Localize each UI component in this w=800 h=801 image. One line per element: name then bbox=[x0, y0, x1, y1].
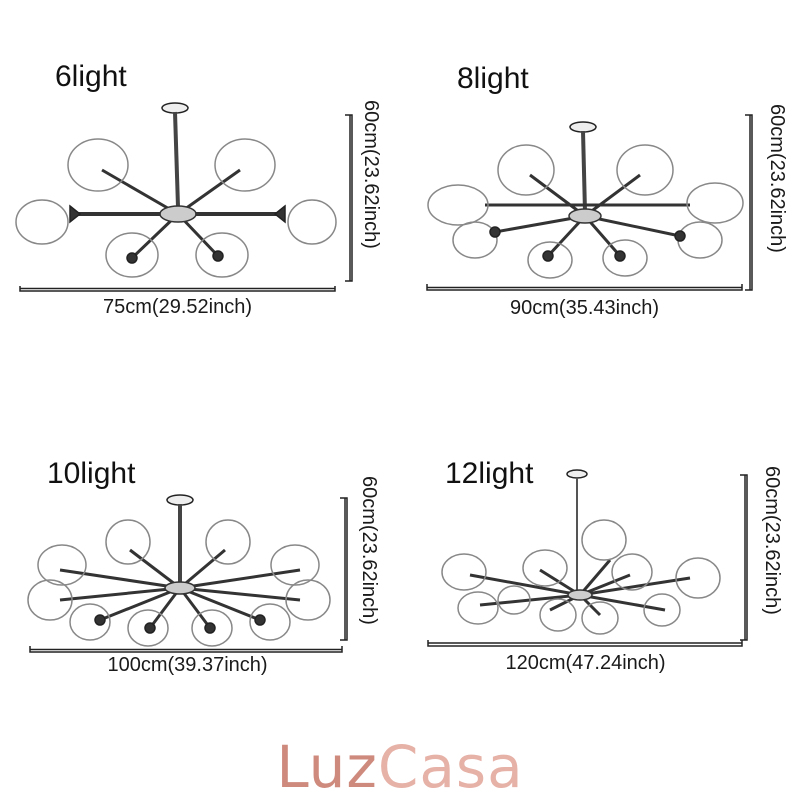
width-label: 90cm(35.43inch) bbox=[510, 297, 659, 319]
panel-6light: 6light 75cm(29.52inch) 60cm(23.62inch) bbox=[0, 0, 400, 400]
chandelier-8light-drawing bbox=[426, 114, 753, 291]
height-label: 60cm(23.62inch) bbox=[360, 100, 382, 249]
variant-title: 8light bbox=[457, 62, 529, 95]
width-label: 100cm(39.37inch) bbox=[107, 654, 268, 676]
panel-12light: 12light 120cm(47.24inch) 60cm(23.62inch) bbox=[400, 400, 800, 800]
width-label: 120cm(47.24inch) bbox=[505, 652, 666, 674]
panel-10light: 10light 100cm(39.37inch) 60cm(23.62inch) bbox=[0, 400, 400, 800]
chandelier-12light-drawing bbox=[427, 469, 748, 647]
height-label: 60cm(23.62inch) bbox=[766, 104, 788, 253]
brand-logo-part2: Casa bbox=[377, 733, 524, 801]
width-label: 75cm(29.52inch) bbox=[103, 296, 252, 318]
chandelier-10light-drawing bbox=[27, 494, 348, 653]
variant-title: 6light bbox=[55, 60, 127, 93]
brand-logo-part1: Luz bbox=[276, 733, 378, 801]
brand-logo: LuzCasa bbox=[0, 738, 800, 797]
variant-title: 10light bbox=[47, 457, 136, 490]
chandelier-6light-drawing bbox=[15, 102, 353, 292]
variant-title: 12light bbox=[445, 457, 534, 490]
height-label: 60cm(23.62inch) bbox=[761, 466, 783, 615]
height-label: 60cm(23.62inch) bbox=[358, 476, 380, 625]
panel-8light: 8light 90cm(35.43inch) 60cm(23.62inch) bbox=[400, 0, 800, 400]
